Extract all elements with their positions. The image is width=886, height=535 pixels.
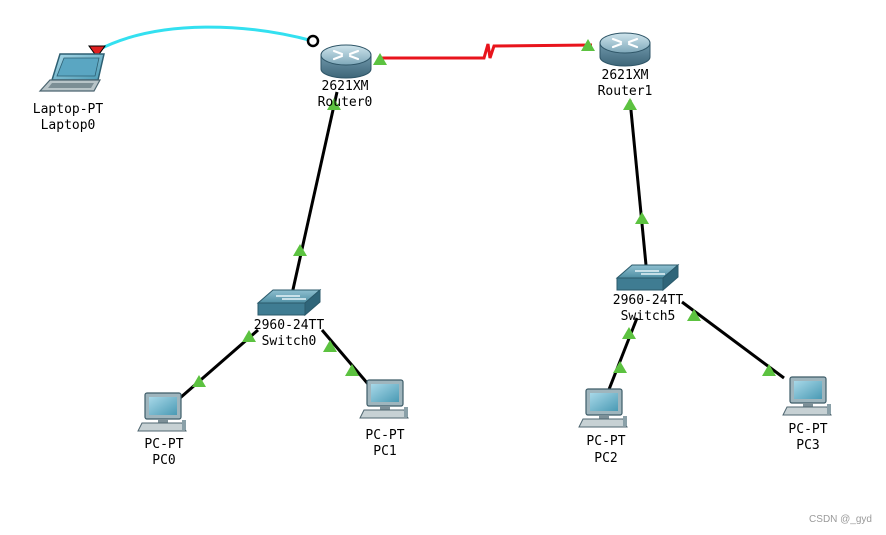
- pc-icon: [782, 376, 832, 416]
- pc-icon: [137, 392, 187, 432]
- pc1-model-label: PC-PT: [365, 428, 404, 443]
- switch0-pc1-port-up-indicator: [323, 340, 337, 352]
- laptop0-model-label: Laptop-PT: [33, 102, 104, 117]
- pc1-name-label: PC1: [373, 444, 396, 459]
- switch5-uplink-up-indicator: [635, 212, 649, 224]
- switch5-model-label: 2960-24TT: [613, 293, 684, 308]
- pc3-name-label: PC3: [796, 438, 819, 453]
- link-laptop0-router0-console[interactable]: [97, 25, 314, 52]
- router1-device[interactable]: 2621XM Router1: [598, 32, 653, 99]
- laptop-icon: [38, 53, 105, 92]
- pc2-model-label: PC-PT: [586, 434, 625, 449]
- router1-model-label: 2621XM: [602, 68, 649, 83]
- router1-name-label: Router1: [598, 84, 653, 99]
- watermark: CSDN @_gyd: [809, 514, 872, 525]
- laptop0-name-label: Laptop0: [41, 118, 96, 133]
- laptop0-console-port-down-indicator: [88, 45, 106, 58]
- pc-icon: [578, 388, 628, 428]
- pc2-name-label: PC2: [594, 451, 617, 466]
- pc2-device[interactable]: PC-PT PC2: [578, 388, 628, 466]
- switch5-pc3-port-up-indicator: [687, 309, 701, 321]
- router-icon: [599, 32, 651, 67]
- switch5-device[interactable]: 2960-24TT Switch5: [613, 263, 684, 324]
- router0-console-port-indicator: [306, 34, 320, 48]
- switch0-model-label: 2960-24TT: [254, 318, 325, 333]
- pc3-port-up-indicator: [762, 364, 776, 376]
- switch0-device[interactable]: 2960-24TT Switch0: [254, 288, 325, 349]
- pc0-model-label: PC-PT: [144, 437, 183, 452]
- pc-icon: [359, 379, 409, 419]
- pc2-port-up-indicator: [613, 361, 627, 373]
- router0-name-label: Router0: [318, 95, 373, 110]
- router1-serial-link-up-indicator: [581, 39, 595, 51]
- link-router1-switch5[interactable]: [628, 99, 648, 266]
- link-switch5-pc2[interactable]: [606, 317, 639, 393]
- switch5-name-label: Switch5: [621, 309, 676, 324]
- pc0-name-label: PC0: [152, 453, 175, 468]
- switch5-pc2-port-up-indicator: [622, 327, 636, 339]
- link-switch5-pc3[interactable]: [681, 300, 785, 380]
- router1-fa-link-up-indicator: [623, 98, 637, 110]
- pc3-model-label: PC-PT: [788, 422, 827, 437]
- router-icon: [320, 44, 372, 79]
- switch-icon: [615, 263, 680, 292]
- laptop0-device[interactable]: Laptop-PT Laptop0: [33, 53, 105, 133]
- pc1-device[interactable]: PC-PT PC1: [359, 379, 409, 459]
- switch0-pc0-port-up-indicator: [242, 330, 256, 342]
- router0-device[interactable]: 2621XM Router0: [318, 44, 373, 110]
- switch0-name-label: Switch0: [262, 334, 317, 349]
- pc3-device[interactable]: PC-PT PC3: [782, 376, 832, 453]
- link-switch0-pc1[interactable]: [320, 329, 370, 385]
- pc1-port-up-indicator: [345, 364, 359, 376]
- link-router0-router1-serial[interactable]: [378, 43, 593, 60]
- router0-model-label: 2621XM: [322, 79, 369, 94]
- router0-serial-link-up-indicator: [373, 53, 387, 65]
- router0-fa-link-up-indicator: [327, 98, 341, 110]
- switch0-uplink-up-indicator: [293, 244, 307, 256]
- pc0-port-up-indicator: [192, 375, 206, 387]
- pc0-device[interactable]: PC-PT PC0: [137, 392, 187, 468]
- link-router0-switch0[interactable]: [290, 91, 339, 295]
- switch-icon: [256, 288, 322, 317]
